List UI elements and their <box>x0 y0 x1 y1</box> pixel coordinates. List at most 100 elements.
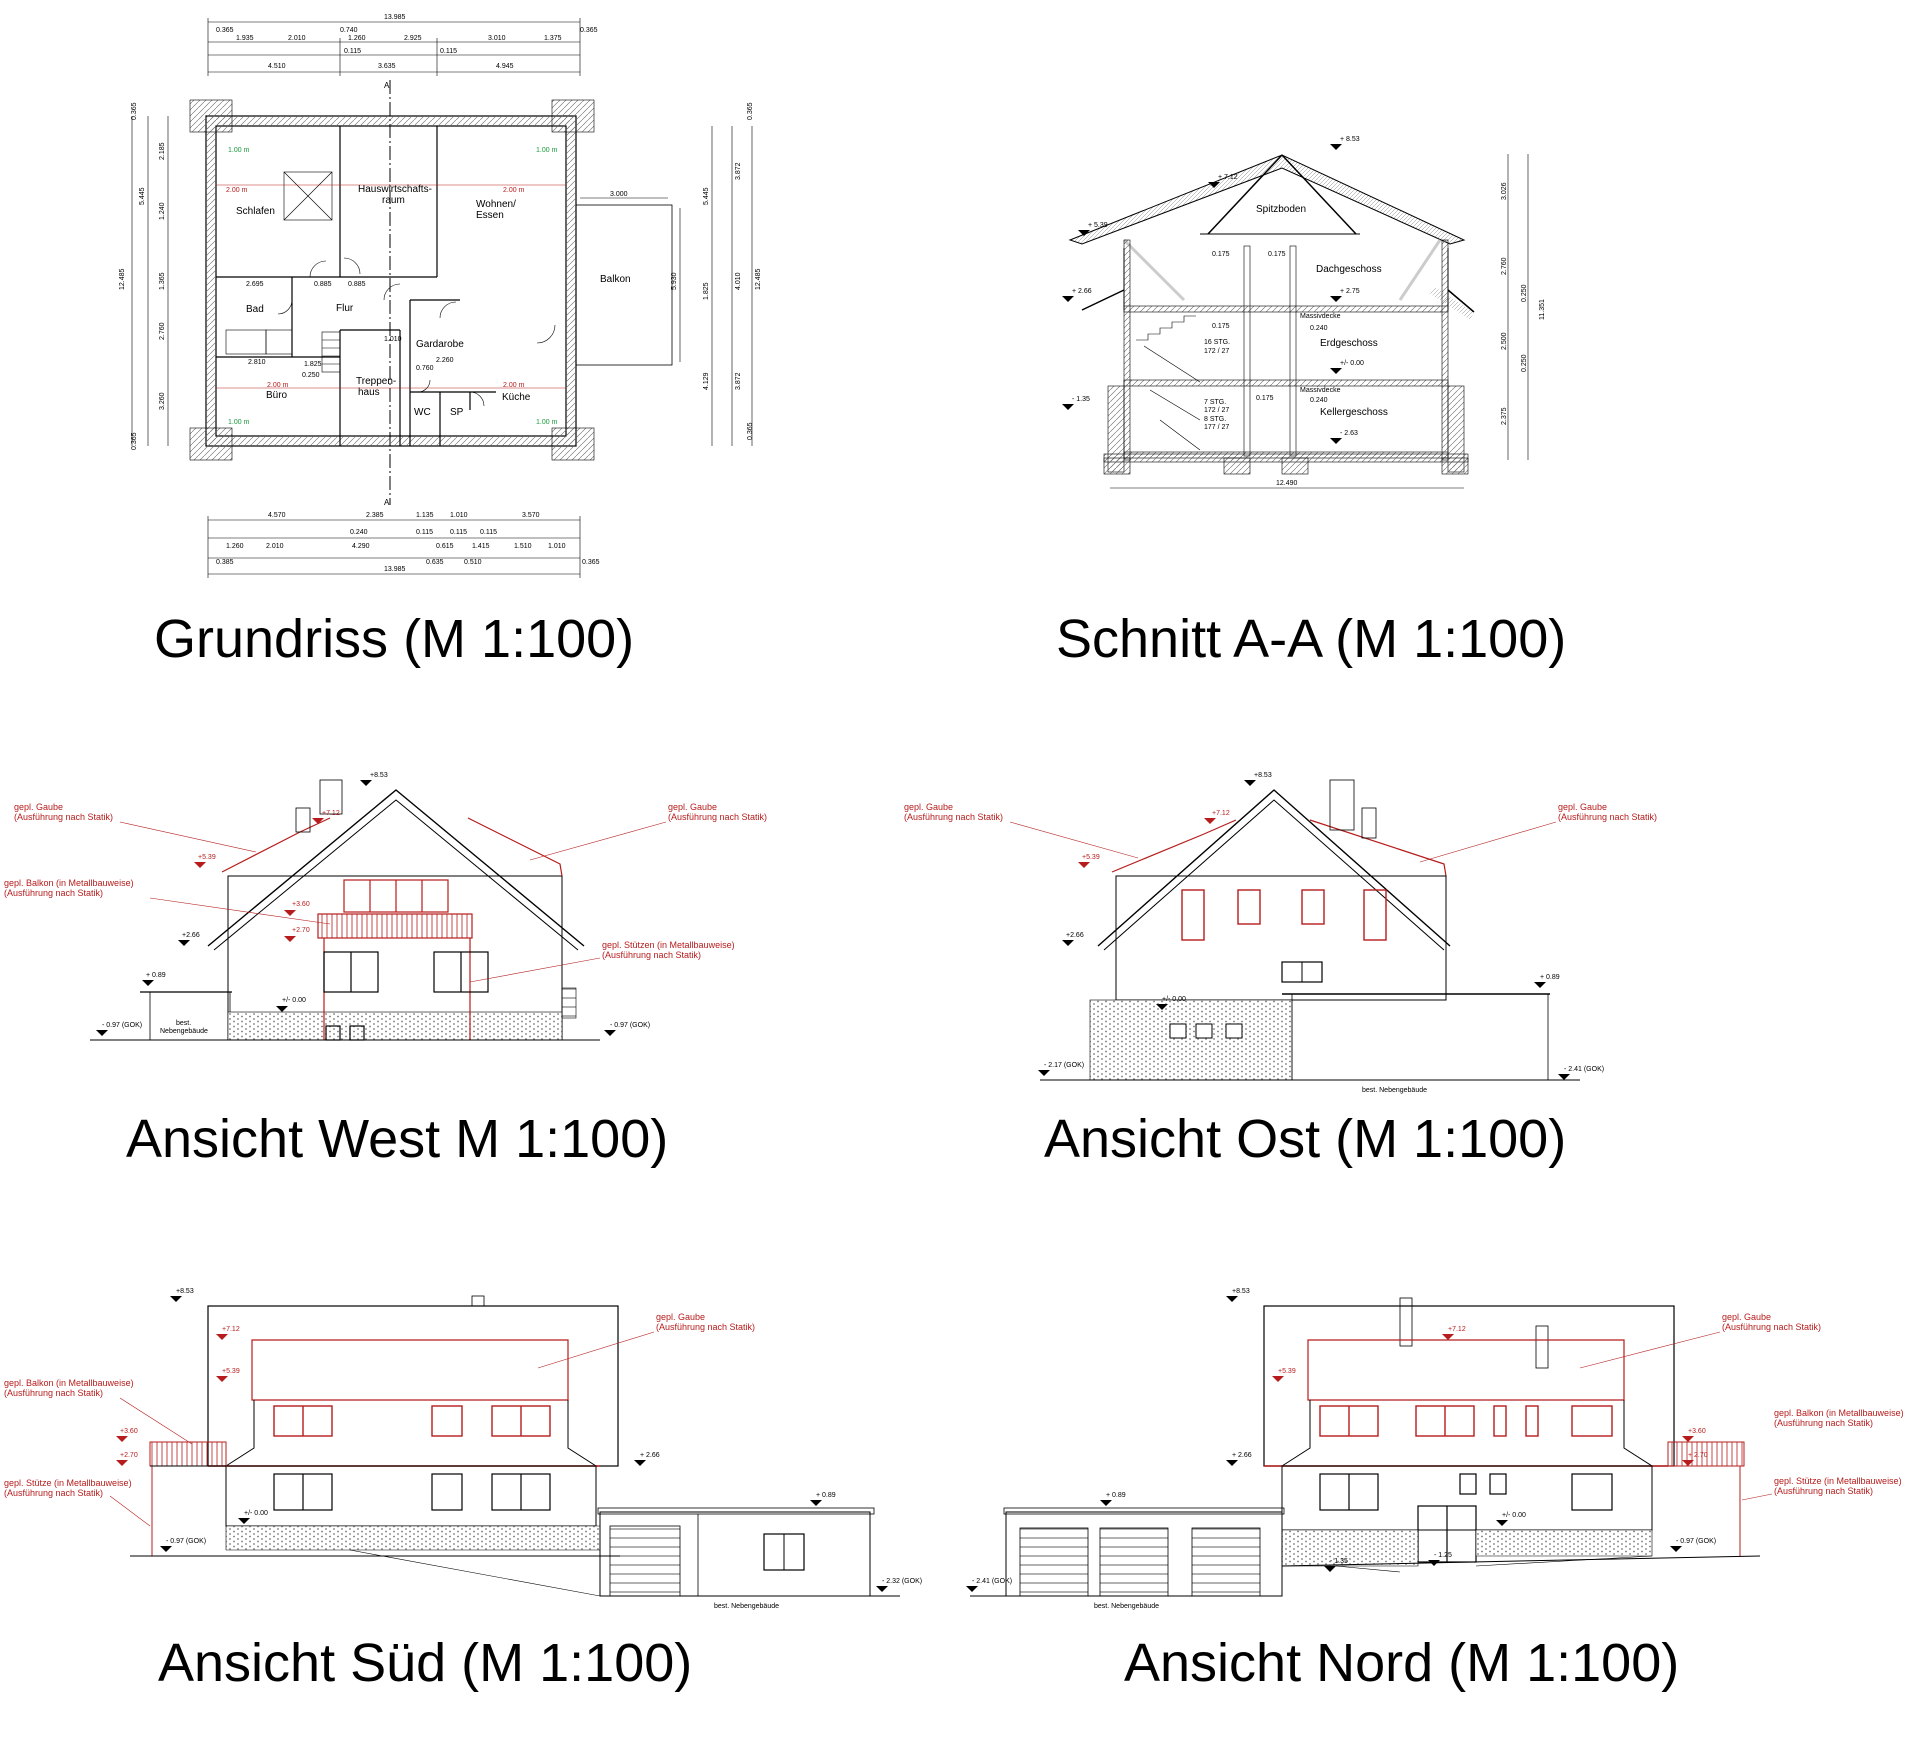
bottom-dim-r2-6: 1.010 <box>548 543 566 550</box>
north-lvl-135: - 1.35 <box>1330 1558 1348 1565</box>
west-lvl-266: +2.66 <box>182 932 200 939</box>
bottom-dim-r2-5: 1.510 <box>514 543 532 550</box>
balcony-outline <box>575 204 673 366</box>
west-lvl-712: +7.12 <box>322 810 340 817</box>
north-lvl-gok-r: - 0.97 (GOK) <box>1676 1538 1716 1545</box>
sect-dim-5: 0.175 <box>1256 395 1274 402</box>
east-lvl-712: +7.12 <box>1212 810 1230 817</box>
inner-dim-8: 0.760 <box>416 365 434 372</box>
balcony-north <box>1667 1441 1745 1467</box>
west-lvl-853: +8.53 <box>370 772 388 779</box>
bottom-dim-r2-4: 1.415 <box>472 543 490 550</box>
sect-right-2: 0.250 <box>1521 284 1528 302</box>
sect-right-1: 2.760 <box>1501 257 1508 275</box>
south-lvl-266: + 2.66 <box>640 1452 660 1459</box>
inner-dim-11: 0.250 <box>302 372 320 379</box>
height-1m-sw: 1.00 m <box>228 419 250 426</box>
north-note-balkon-a: gepl. Balkon (in Metallbauweise) <box>1774 1408 1904 1418</box>
south-lvl-089: + 0.89 <box>816 1492 836 1499</box>
elevation-south: gepl. Gaube (Ausführung nach Statik) gep… <box>4 1288 922 1610</box>
room-kueche: Küche <box>502 392 531 403</box>
height-1m-se: 1.00 m <box>536 419 558 426</box>
bathtub <box>265 329 293 355</box>
roof-north <box>1263 1305 1675 1467</box>
dim-total-top: 13.985 <box>384 14 406 21</box>
dim-top-r1-4: 3.010 <box>488 35 506 42</box>
east-lvl-000: +/- 0.00 <box>1162 996 1186 1003</box>
label-massivdecke-1: Massivdecke <box>1300 313 1341 320</box>
south-lvl-gok-r: - 2.32 (GOK) <box>882 1578 922 1585</box>
sect-right-0: 3.026 <box>1501 182 1508 200</box>
lvl-275: + 2.75 <box>1340 288 1360 295</box>
chimney-north <box>1399 1297 1413 1347</box>
right-dim-1: 5.445 <box>703 187 710 205</box>
west-note-stuetzen-a: gepl. Stützen (in Metallbauweise) <box>602 940 735 950</box>
slab-dg <box>1123 305 1449 313</box>
right-dim-9: 0.365 <box>747 422 754 440</box>
height-2m-sw: 2.00 m <box>267 382 289 389</box>
west-lvl-539: +5.39 <box>198 854 216 861</box>
lvl-263: - 2.63 <box>1340 430 1358 437</box>
bottom-dim-r1-1: 2.385 <box>366 512 384 519</box>
north-note-gaube-b: (Ausführung nach Statik) <box>1722 1322 1821 1332</box>
stairs-count-3b: 177 / 27 <box>1204 424 1229 431</box>
dim-top-r1-2: 1.260 <box>348 35 366 42</box>
inner-dim-10: 2.260 <box>436 357 454 364</box>
room-sp: SP <box>450 407 464 418</box>
stairs-count-2: 7 STG. <box>1204 399 1226 406</box>
south-note-gaube-b: (Ausführung nach Statik) <box>656 1322 755 1332</box>
north-note-gaube-a: gepl. Gaube <box>1722 1312 1771 1322</box>
sect-dim-2: 0.175 <box>1268 251 1286 258</box>
lvl-712: + 7.12 <box>1218 174 1238 181</box>
south-lvl-270: +2.70 <box>120 1452 138 1459</box>
room-flur: Flur <box>336 303 354 314</box>
room-treppenhaus-1: Treppen- <box>356 376 396 387</box>
room-spitzboden: Spitzboden <box>1256 204 1306 215</box>
height-2m-se: 2.00 m <box>503 382 525 389</box>
right-dim-0: 0.365 <box>747 102 754 120</box>
west-lvl-270: +2.70 <box>292 927 310 934</box>
lvl-853: + 8.53 <box>1340 136 1360 143</box>
west-lvl-gok-r: - 0.97 (GOK) <box>610 1022 650 1029</box>
caption-west: Ansicht West M 1:100) <box>126 1109 669 1169</box>
bottom-dim-r3-1: 0.635 <box>426 559 444 566</box>
east-note-gaube2-b: (Ausführung nach Statik) <box>1558 812 1657 822</box>
room-treppenhaus-2: haus <box>358 387 380 398</box>
east-note-gaube1-b: (Ausführung nach Statik) <box>904 812 1003 822</box>
dim-top-r2-2: 4.945 <box>496 63 514 70</box>
garage-south <box>599 1511 871 1597</box>
dim-top-r2-0: 4.510 <box>268 63 286 70</box>
north-lvl-712: +7.12 <box>1448 1326 1466 1333</box>
bottom-dim-s-0: 0.240 <box>350 529 368 536</box>
stairs-count-1b: 172 / 27 <box>1204 348 1229 355</box>
east-lvl-gok-l: - 2.17 (GOK) <box>1044 1062 1084 1069</box>
south-note-stuetze-a: gepl. Stütze (in Metallbauweise) <box>4 1478 132 1488</box>
north-lvl-270: + 2.70 <box>1688 1452 1708 1459</box>
bottom-dim-r2-2: 4.290 <box>352 543 370 550</box>
sect-right-3: 2.500 <box>1501 332 1508 350</box>
stairs-count-3: 8 STG. <box>1204 416 1226 423</box>
bottom-dim-r2-0: 1.260 <box>226 543 244 550</box>
bottom-dim-r1-2: 1.135 <box>416 512 434 519</box>
west-note-balkon-b: (Ausführung nach Statik) <box>4 888 103 898</box>
right-dim-8: 3.872 <box>735 372 742 390</box>
south-note-balkon-b: (Ausführung nach Statik) <box>4 1388 103 1398</box>
east-lvl-266: +2.66 <box>1066 932 1084 939</box>
room-buero: Büro <box>266 390 288 401</box>
inner-dim-1: 0.885 <box>314 281 332 288</box>
dim-chains-top <box>207 18 581 76</box>
plinth-west <box>227 1011 563 1041</box>
south-lvl-539: +5.39 <box>222 1368 240 1375</box>
caption-sued: Ansicht Süd (M 1:100) <box>158 1633 693 1693</box>
inner-dim-2: 0.885 <box>348 281 366 288</box>
west-note-balkon-a: gepl. Balkon (in Metallbauweise) <box>4 878 134 888</box>
skylight <box>283 171 333 221</box>
south-lvl-360: +3.60 <box>120 1428 138 1435</box>
left-dim-0: 0.365 <box>131 102 138 120</box>
dim-top-b: 0.740 <box>340 27 358 34</box>
section-levels: + 8.53 + 7.12 + 5.39 + 2.66 + 2.75 +/- 0… <box>1062 136 1364 444</box>
dim-top-r2-1: 3.635 <box>378 63 396 70</box>
section-width: 12.490 <box>1276 480 1298 487</box>
bottom-dim-s-2: 0.115 <box>450 529 467 536</box>
dim-top-r1-5: 1.375 <box>544 35 562 42</box>
